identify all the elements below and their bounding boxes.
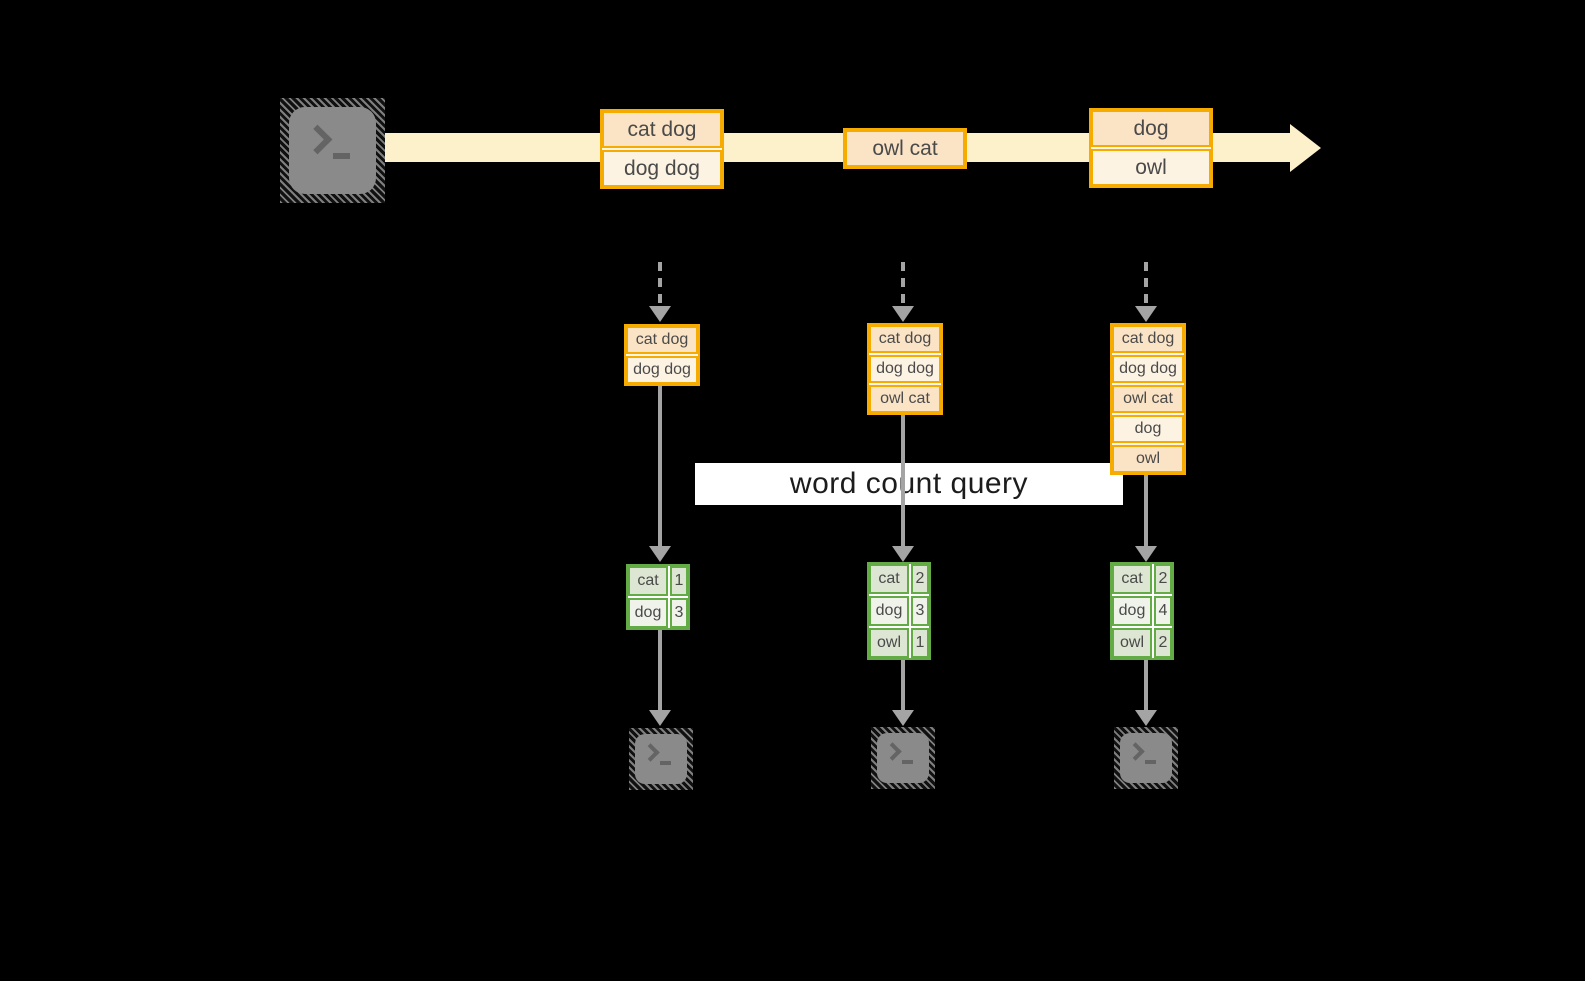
buffer-row: cat dog [626,326,698,354]
arrowhead-down-icon [649,546,671,562]
word-cell: owl [869,628,909,658]
buffer-row: owl cat [869,385,941,413]
event-row: cat dog [602,111,722,148]
arrow-line [658,630,662,710]
word-cell: dog [628,598,668,628]
count-table-1: cat 1 dog 3 [626,564,690,630]
arrowhead-down-icon [892,306,914,322]
event-row: dog [1091,110,1211,147]
arrowhead-down-icon [1135,546,1157,562]
stream-event-3: dog owl [1089,108,1213,188]
arrow-line [901,415,905,546]
count-cell: 3 [670,598,688,628]
word-cell: cat [869,564,909,594]
word-cell: dog [869,596,909,626]
count-cell: 2 [1154,628,1172,658]
count-cell: 4 [1154,596,1172,626]
dashed-arrow-line [658,262,662,306]
sink-terminal-icon [871,727,935,789]
arrowhead-down-icon [1135,710,1157,726]
dashed-arrow-line [1144,262,1148,306]
word-cell: cat [628,566,668,596]
arrow-line [658,386,662,546]
count-cell: 2 [1154,564,1172,594]
prompt-cursor-icon [902,760,913,764]
buffer-row: owl [1112,445,1184,473]
arrowhead-down-icon [649,306,671,322]
arrowhead-down-icon [892,546,914,562]
stream-arrowhead-icon [1290,124,1321,172]
sink-terminal-icon [1114,727,1178,789]
count-cell: 2 [911,564,929,594]
stream-event-2: owl cat [843,128,967,169]
prompt-cursor-icon [333,153,350,159]
buffer-stack-2: cat dog dog dog owl cat [867,323,943,415]
buffer-row: owl cat [1112,385,1184,413]
count-cell: 1 [911,628,929,658]
buffer-row: cat dog [869,325,941,353]
count-table-3: cat 2 dog 4 owl 2 [1110,562,1174,660]
arrow-line [1144,475,1148,546]
event-row: dog dog [602,150,722,187]
count-cell: 3 [911,596,929,626]
word-cell: owl [1112,628,1152,658]
count-table-2: cat 2 dog 3 owl 1 [867,562,931,660]
prompt-cursor-icon [1145,760,1156,764]
prompt-chevron-icon [302,124,333,155]
prompt-chevron-icon [883,742,902,761]
prompt-cursor-icon [660,761,671,765]
terminal-screen [289,107,376,194]
prompt-chevron-icon [641,743,660,762]
arrowhead-down-icon [649,710,671,726]
arrow-line [1144,657,1148,710]
source-terminal-icon [280,98,385,203]
buffer-row: dog [1112,415,1184,443]
word-cell: cat [1112,564,1152,594]
sink-terminal-icon [629,728,693,790]
terminal-screen [635,734,687,784]
buffer-row: dog dog [626,356,698,384]
query-operator-label: word count query [695,463,1123,505]
word-cell: dog [1112,596,1152,626]
buffer-row: dog dog [869,355,941,383]
dashed-arrow-line [901,262,905,306]
count-cell: 1 [670,566,688,596]
arrowhead-down-icon [892,710,914,726]
terminal-screen [1120,733,1172,783]
buffer-stack-1: cat dog dog dog [624,324,700,386]
buffer-row: cat dog [1112,325,1184,353]
arrowhead-down-icon [1135,306,1157,322]
buffer-stack-3: cat dog dog dog owl cat dog owl [1110,323,1186,475]
event-row: owl [1091,149,1211,186]
event-row: owl cat [845,130,965,167]
arrow-line [901,658,905,710]
buffer-row: dog dog [1112,355,1184,383]
prompt-chevron-icon [1126,742,1145,761]
stream-event-1: cat dog dog dog [600,109,724,189]
terminal-screen [877,733,929,783]
